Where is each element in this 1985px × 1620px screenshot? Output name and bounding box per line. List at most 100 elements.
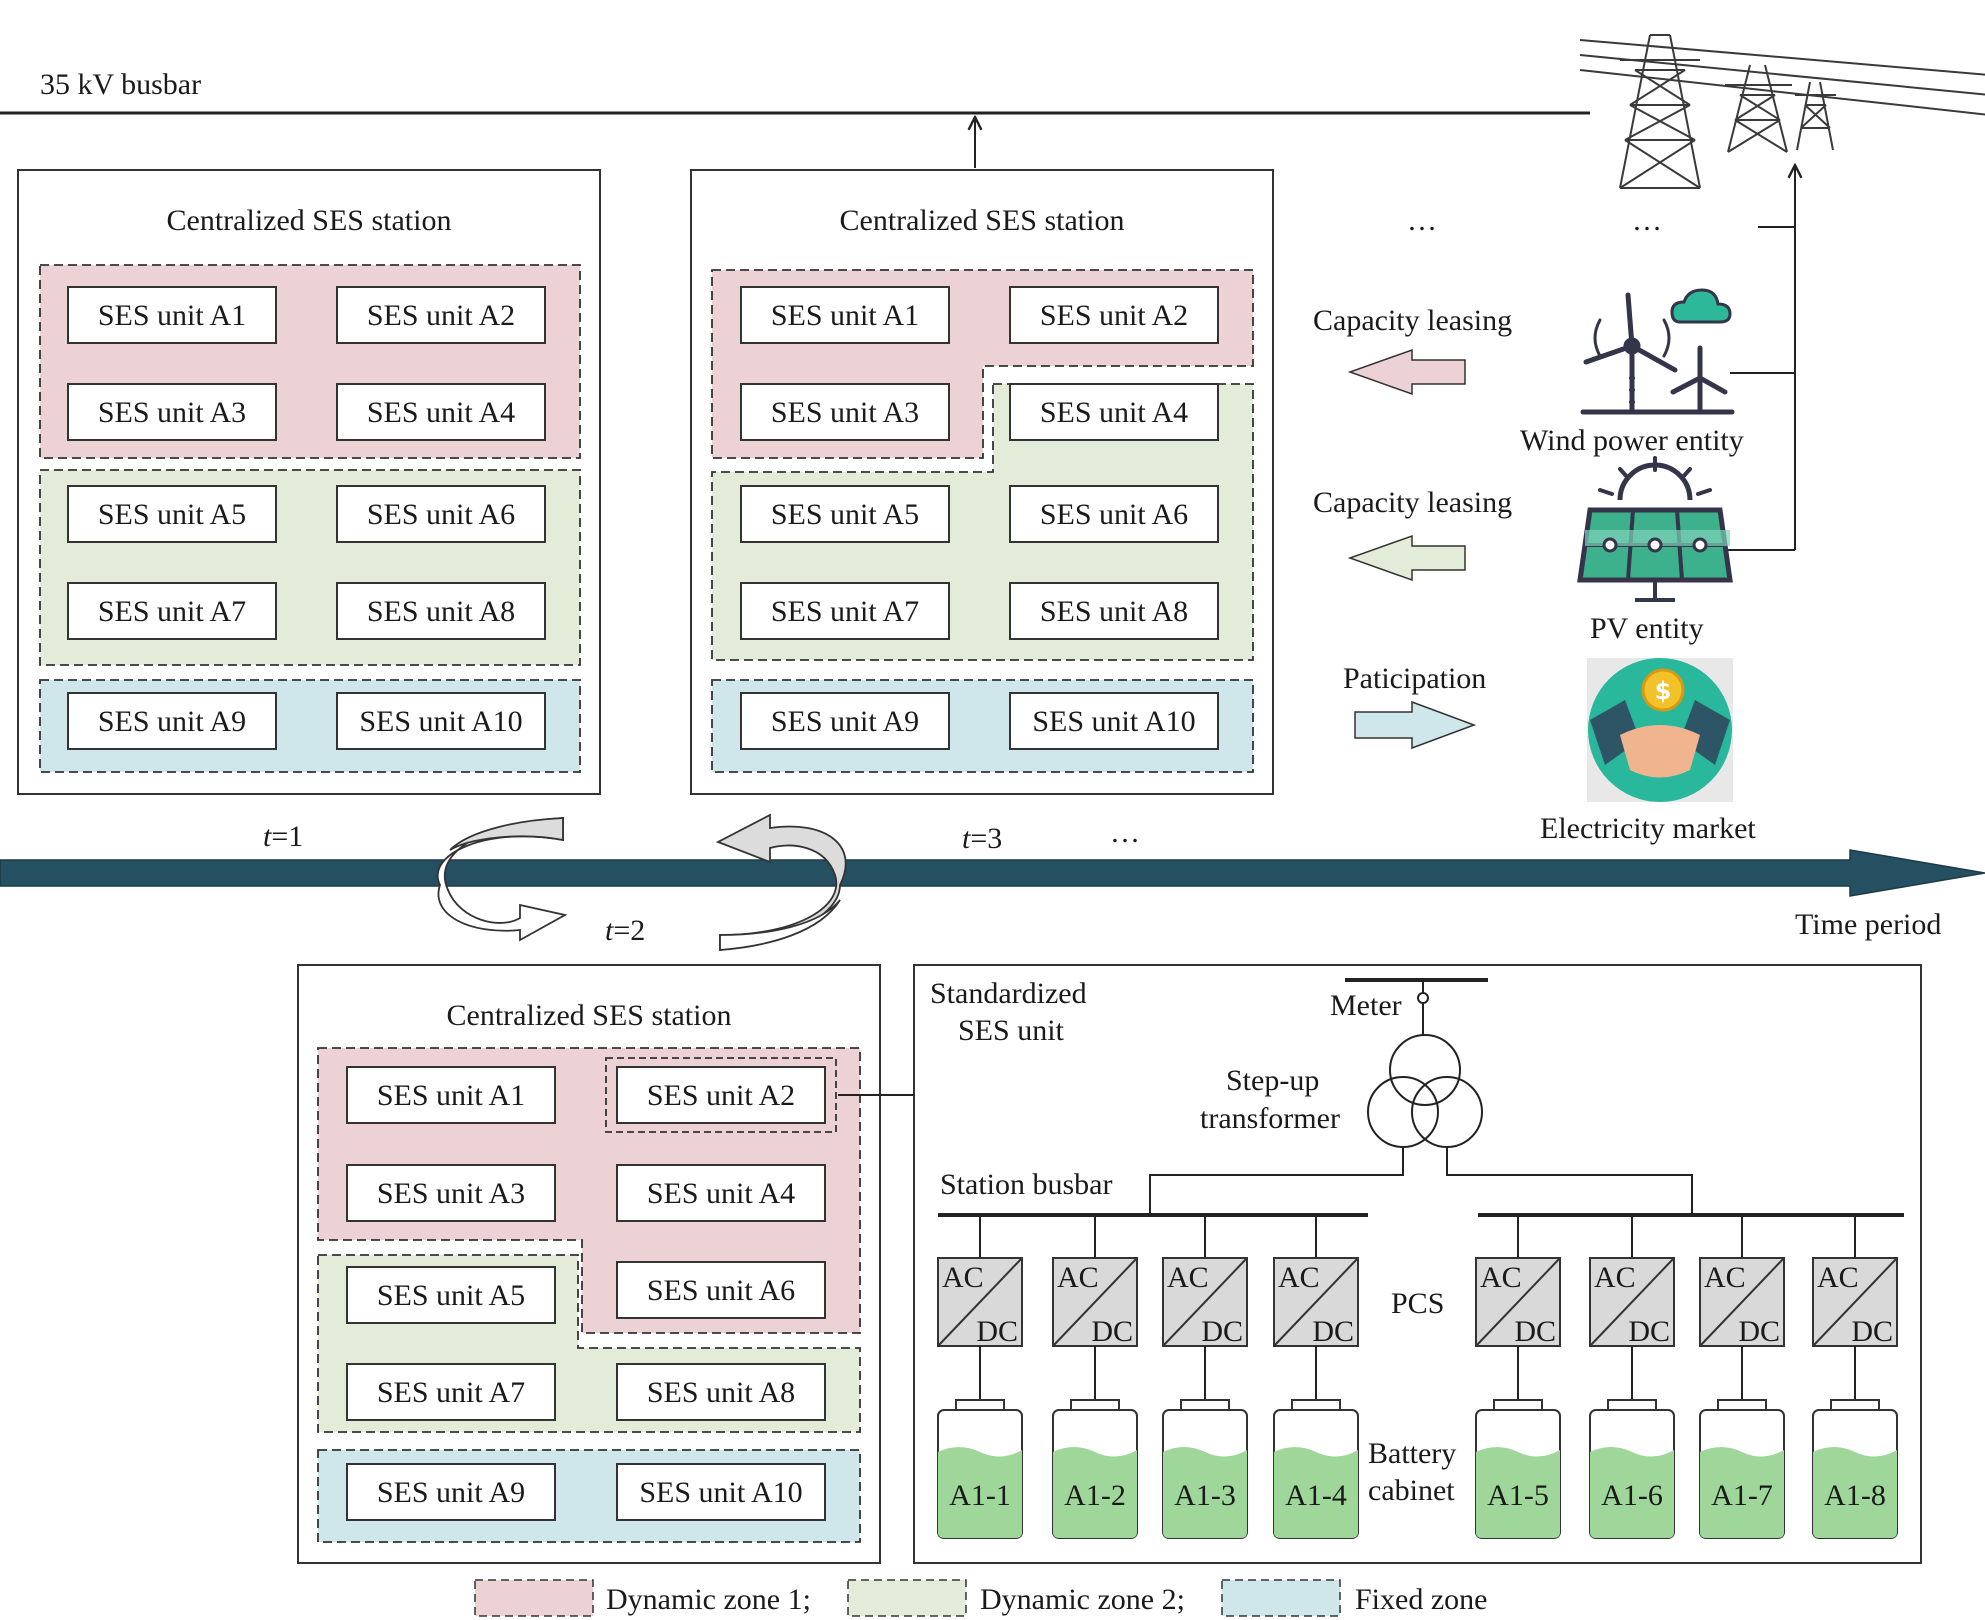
station-title: Centralized SES station (447, 999, 732, 1032)
pcs-ac-label: AC (1817, 1261, 1859, 1294)
ses-unit-label: SES unit A10 (639, 1476, 802, 1509)
ses-unit-label: SES unit A1 (98, 299, 246, 332)
battery-cabinet-icon: A1-1 (937, 1399, 1023, 1539)
ses-unit-a9: SES unit A9 (67, 692, 277, 750)
battery-label: A1-6 (1601, 1479, 1663, 1512)
ses-unit-label: SES unit A8 (1040, 595, 1188, 628)
ses-unit-a2: SES unit A2 (336, 286, 546, 344)
ses-unit-label: SES unit A5 (98, 498, 246, 531)
ses-unit-a5: SES unit A5 (67, 485, 277, 543)
pcs-ac-label: AC (1167, 1261, 1209, 1294)
busbar-35kv: 35 kV busbar (0, 68, 1590, 168)
ses-unit-a4: SES unit A4 (616, 1164, 826, 1222)
ses-unit-label: SES unit A2 (1040, 299, 1188, 332)
timeline-arrow (0, 849, 1985, 897)
pv-entity-label: PV entity (1590, 612, 1704, 645)
ses-unit-label: SES unit A1 (377, 1079, 525, 1112)
ses-unit-label: SES unit A2 (367, 299, 515, 332)
ses-unit-a7: SES unit A7 (346, 1363, 556, 1421)
pcs-dc-label: DC (976, 1315, 1018, 1348)
ses-unit-label: SES unit A10 (1032, 705, 1195, 738)
pcs-dc-label: DC (1312, 1315, 1354, 1348)
pcs-ac-label: AC (1057, 1261, 1099, 1294)
ses-unit-label: SES unit A6 (647, 1274, 795, 1307)
ses-unit-label: SES unit A2 (647, 1079, 795, 1112)
ses-unit-a1: SES unit A1 (67, 286, 277, 344)
ses-unit-a4: SES unit A4 (336, 383, 546, 441)
market-label: Electricity market (1540, 812, 1756, 845)
battery-cabinet-icon: A1-7 (1699, 1399, 1785, 1539)
ses-unit-label: SES unit A4 (647, 1177, 795, 1210)
ses-unit-a5: SES unit A5 (740, 485, 950, 543)
ses-unit-a10: SES unit A10 (336, 692, 546, 750)
battery-label: A1-2 (1064, 1479, 1126, 1512)
ses-unit-a6: SES unit A6 (1009, 485, 1219, 543)
stepup-label-1: Step-up (1226, 1064, 1319, 1097)
ses-unit-a1: SES unit A1 (346, 1066, 556, 1124)
wind-turbine-icon (1580, 292, 1735, 415)
pcs-ac-label: AC (942, 1261, 984, 1294)
pcs-dc-label: DC (1628, 1315, 1670, 1348)
ses-unit-label: SES unit A5 (377, 1279, 525, 1312)
legend-fixed-label: Fixed zone (1355, 1583, 1487, 1616)
station-title: Centralized SES station (840, 204, 1125, 237)
capacity-leasing-label-1: Capacity leasing (1313, 304, 1512, 337)
ses-unit-a3: SES unit A3 (740, 383, 950, 441)
ses-unit-a2: SES unit A2 (616, 1066, 826, 1124)
ellipsis-2: … (1632, 204, 1662, 237)
battery-cabinet-icon: A1-6 (1589, 1399, 1675, 1539)
time-period-label: Time period (1795, 908, 1941, 941)
ses-unit-a9: SES unit A9 (740, 692, 950, 750)
ses-unit-label: SES unit A6 (1040, 498, 1188, 531)
battery-cabinet-icon: A1-3 (1162, 1399, 1248, 1539)
solar-panel-icon (1577, 456, 1733, 602)
pcs-dc-label: DC (1851, 1315, 1893, 1348)
cycle-arrow-left-icon (437, 817, 568, 942)
ses-unit-a3: SES unit A3 (346, 1164, 556, 1222)
battery-label: A1-4 (1285, 1479, 1347, 1512)
ses-unit-a4: SES unit A4 (1009, 383, 1219, 441)
ses-unit-label: SES unit A8 (647, 1376, 795, 1409)
battery-cabinet-icon: A1-4 (1273, 1399, 1359, 1539)
pcs-dc-label: DC (1514, 1315, 1556, 1348)
ses-unit-label: SES unit A3 (771, 396, 919, 429)
pcs-dc-label: DC (1738, 1315, 1780, 1348)
pcs-label: PCS (1391, 1287, 1444, 1320)
pcs-converter-icon: AC DC (1052, 1257, 1138, 1348)
legend-swatch-zone1 (474, 1579, 594, 1617)
station-title: Centralized SES station (167, 204, 452, 237)
pcs-dc-label: DC (1201, 1315, 1243, 1348)
dollar-glyph: $ (1655, 677, 1672, 705)
battery-label: A1-1 (949, 1479, 1011, 1512)
pcs-dc-label: DC (1091, 1315, 1133, 1348)
ses-unit-a10: SES unit A10 (1009, 692, 1219, 750)
ses-unit-a8: SES unit A8 (336, 582, 546, 640)
ses-unit-a8: SES unit A8 (616, 1363, 826, 1421)
ses-unit-a9: SES unit A9 (346, 1463, 556, 1521)
svg-text:t=2: t=2 (605, 914, 645, 947)
legend-swatch-fixed (1221, 1579, 1341, 1617)
busbar-label: 35 kV busbar (40, 68, 201, 101)
stepup-label-2: transformer (1200, 1102, 1340, 1135)
ses-unit-label: SES unit A9 (98, 705, 246, 738)
ses-unit-label: SES unit A4 (1040, 396, 1188, 429)
ses-unit-label: SES unit A1 (771, 299, 919, 332)
standardized-unit-panel: Standardized SES unit Meter Step-up tran… (913, 964, 1922, 1564)
ses-unit-label: SES unit A10 (359, 705, 522, 738)
ses-unit-label: SES unit A6 (367, 498, 515, 531)
svg-text:t=1: t=1 (263, 820, 303, 853)
ses-unit-label: SES unit A7 (377, 1376, 525, 1409)
battery-cabinet-icon: A1-8 (1812, 1399, 1898, 1539)
legend-zone1-label: Dynamic zone 1; (606, 1583, 811, 1616)
transmission-towers-icon (1579, 34, 1985, 189)
cycle-arrow-right-icon (715, 813, 847, 952)
ses-unit-label: SES unit A3 (377, 1177, 525, 1210)
ses-unit-a6: SES unit A6 (616, 1261, 826, 1319)
arrow-right-fixed-icon (1354, 700, 1477, 750)
